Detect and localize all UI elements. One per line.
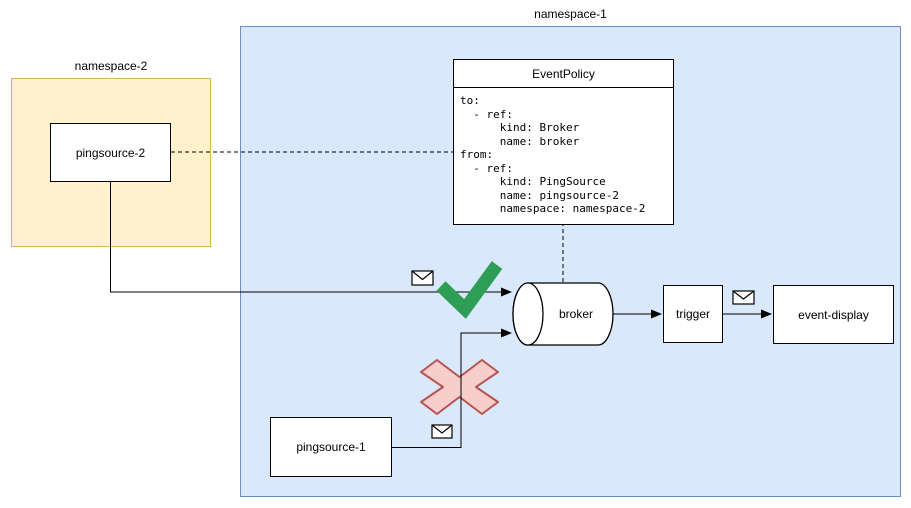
yaml-line: kind: Broker [460,121,580,134]
yaml-line: - ref: [460,107,513,121]
arrowhead [501,328,512,338]
arrowhead [761,309,772,319]
envelope-icon [431,424,453,439]
node-event-policy: EventPolicy to: - ref: kind: Broker name… [453,59,674,225]
arrowhead [651,309,662,319]
edge-pingsource1-broker [392,332,502,448]
namespace-1-label: namespace-1 [534,7,607,21]
yaml-line: namespace: namespace-2 [460,202,646,215]
node-event-display: event-display [773,285,894,344]
yaml-line: name: pingsource-2 [460,188,619,202]
trigger-label: trigger [675,307,710,321]
yaml-line: kind: PingSource [460,175,606,188]
node-pingsource-1: pingsource-1 [270,417,392,477]
namespace-2-label: namespace-2 [74,59,148,73]
event-policy-yaml: to: - ref: kind: Broker name: broker fro… [454,88,673,224]
yaml-line: from: [460,148,494,161]
pingsource-2-label: pingsource-2 [75,145,146,160]
event-policy-title: EventPolicy [454,60,673,88]
arrowhead [501,287,512,297]
blocked-x-icon [420,359,499,415]
node-trigger: trigger [663,285,723,343]
yaml-line: name: broker [460,134,580,148]
event-display-label: event-display [798,307,869,322]
pingsource-1-label: pingsource-1 [296,440,366,454]
envelope-icon [732,290,755,305]
edge-pingsource2-broker [110,182,502,293]
yaml-line: to: [460,94,480,107]
yaml-line: - ref: [460,161,513,175]
allowed-check-icon [436,261,503,319]
broker-label: broker [558,307,593,321]
node-pingsource-2: pingsource-2 [50,123,171,182]
broker-cylinder [512,282,614,346]
envelope-icon [411,270,434,286]
